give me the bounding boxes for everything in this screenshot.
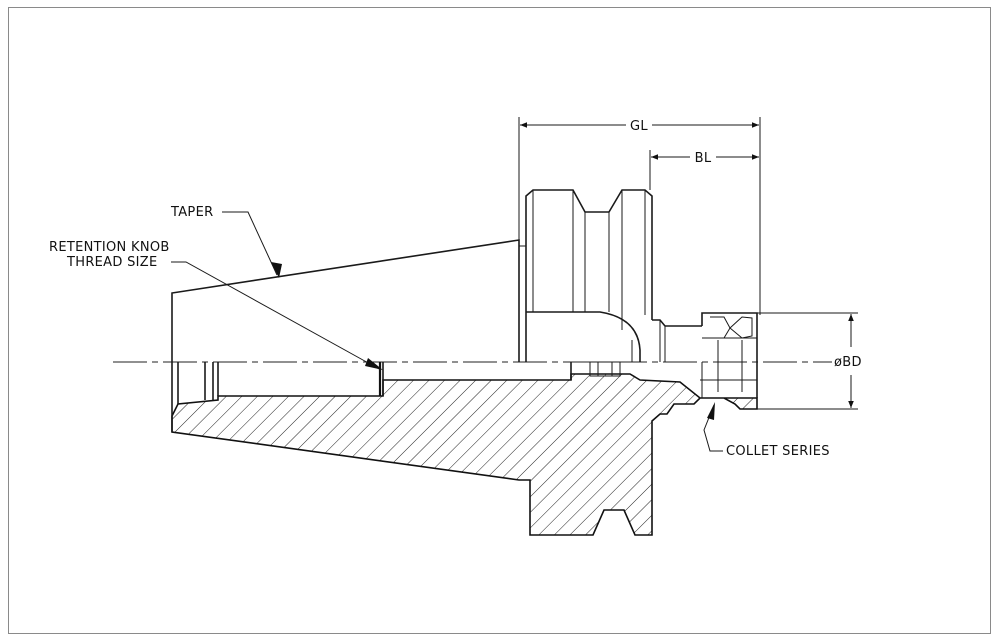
lower-section-view	[171, 361, 758, 536]
bl-dimension: BL	[649, 150, 759, 190]
bl-label: BL	[695, 151, 712, 166]
collet-series-leader: COLLET SERIES	[703, 402, 830, 459]
taper-label: TAPER	[170, 205, 213, 220]
bd-label: øBD	[834, 355, 862, 370]
gl-label: GL	[630, 119, 648, 134]
retention-label-line1: RETENTION KNOB	[49, 240, 170, 255]
retention-knob-leader: RETENTION KNOB THREAD SIZE	[49, 240, 383, 371]
gl-dimension: GL	[518, 117, 761, 315]
bd-dimension: øBD	[757, 312, 862, 410]
taper-leader: TAPER	[170, 205, 282, 278]
upper-exterior-view	[171, 189, 758, 362]
retention-label-line2: THREAD SIZE	[66, 255, 158, 270]
collet-series-label: COLLET SERIES	[726, 444, 830, 459]
